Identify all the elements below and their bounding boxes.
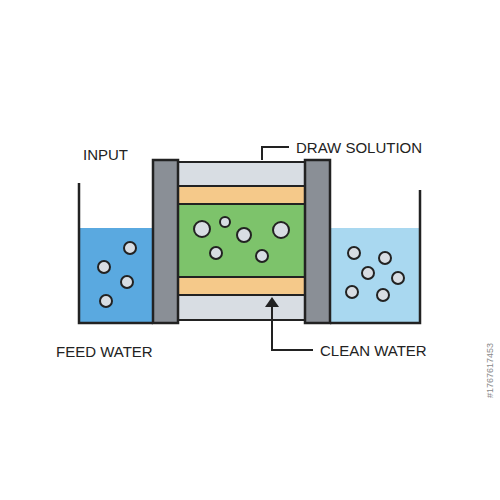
draw-leader [262,147,289,160]
watermark-id: #1767617453 [486,343,495,398]
clean-water-fill [330,228,420,323]
clean-tank [330,190,420,323]
membrane-bottom [178,277,305,295]
draw-solution-fill [178,204,305,277]
feed-water-label: FEED WATER [56,344,153,359]
particles [98,217,404,307]
bottom-channel [178,295,305,320]
membrane-top [178,186,305,204]
clean-arrowhead [265,297,279,307]
clean-water-label: CLEAN WATER [320,343,427,358]
right-plate [305,160,330,323]
input-label: INPUT [83,147,128,162]
left-plate [153,160,178,323]
clean-leader [272,303,313,350]
draw-solution-label: DRAW SOLUTION [296,140,422,155]
top-channel [178,162,305,186]
feed-water-fill [79,228,153,323]
feed-tank [79,183,153,323]
